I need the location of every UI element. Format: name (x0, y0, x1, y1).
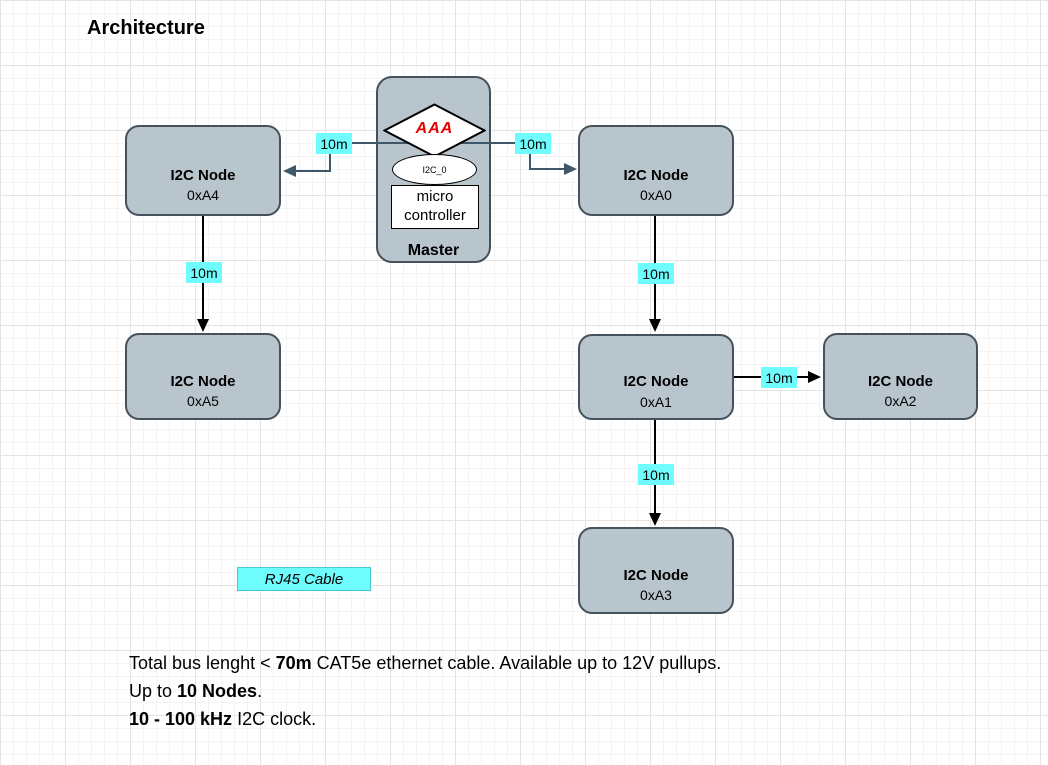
i2c-bus-ellipse[interactable]: I2C_0 (392, 154, 477, 185)
node-0xA5[interactable]: I2C Node 0xA5 (125, 333, 281, 420)
node-0xA0-address: 0xA0 (640, 187, 672, 204)
notes-line-1: Total bus lenght < 70m CAT5e ethernet ca… (129, 653, 722, 673)
bus-right-drop-line (529, 143, 531, 170)
master-label: Master (407, 242, 460, 259)
node-0xA1[interactable]: I2C Node 0xA1 (578, 334, 734, 420)
node-0xA1-address: 0xA1 (640, 393, 672, 410)
edge-label-bus-left[interactable]: 10m (316, 133, 352, 154)
node-0xA3-title: I2C Node (623, 566, 689, 584)
node-0xA5-address: 0xA5 (187, 393, 219, 410)
node-0xA3-address: 0xA3 (640, 587, 672, 604)
edge-a0-a1-arrowhead-icon (649, 319, 661, 332)
bus-right-arrowhead-icon (564, 163, 577, 175)
edge-label-bus-right[interactable]: 10m (515, 133, 551, 154)
decision-diamond-label: AAA (415, 120, 454, 137)
node-0xA0-title: I2C Node (623, 166, 689, 184)
node-0xA2-address: 0xA2 (884, 393, 917, 410)
microcontroller-label-line1: micro (416, 188, 454, 206)
bus-left-arrowhead-icon (283, 165, 296, 177)
page-title: Architecture (87, 17, 205, 39)
i2c-bus-label: I2C_0 (422, 164, 447, 175)
node-0xA5-title: I2C Node (170, 372, 236, 390)
microcontroller-label-line2: controller (404, 207, 466, 224)
node-0xA3[interactable]: I2C Node 0xA3 (578, 527, 734, 614)
bus-left-drop-line (329, 143, 331, 172)
node-0xA2-title: I2C Node (867, 372, 933, 390)
notes-text: Total bus lenght < 70m CAT5e ethernet ca… (129, 649, 909, 733)
notes-line-3: 10 - 100 kHz I2C clock. (129, 709, 317, 729)
edge-a4-a5-arrowhead-icon (197, 319, 209, 332)
rj45-cable-label-text: RJ45 Cable (264, 570, 344, 588)
edge-a1-a3-arrowhead-icon (649, 513, 661, 526)
edge-label-a1-a3[interactable]: 10m (638, 464, 674, 485)
edge-label-a4-a5[interactable]: 10m (186, 262, 222, 283)
rj45-cable-label[interactable]: RJ45 Cable (237, 567, 371, 591)
edge-label-a0-a1[interactable]: 10m (638, 263, 674, 284)
node-0xA2[interactable]: I2C Node 0xA2 (823, 333, 978, 420)
microcontroller-box[interactable]: micro controller (391, 185, 479, 229)
edge-label-a1-a2[interactable]: 10m (761, 367, 797, 388)
notes-line-2: Up to 10 Nodes. (129, 681, 263, 701)
edge-a1-a2-arrowhead-icon (808, 371, 821, 383)
node-0xA1-title: I2C Node (623, 373, 689, 391)
node-0xA0[interactable]: I2C Node 0xA0 (578, 125, 734, 216)
node-0xA4-address: 0xA4 (187, 187, 219, 204)
node-0xA4[interactable]: I2C Node 0xA4 (125, 125, 281, 216)
bus-left-arrow-line (294, 170, 331, 172)
node-0xA4-title: I2C Node (170, 166, 236, 184)
bus-right-arrow-line (531, 168, 565, 170)
